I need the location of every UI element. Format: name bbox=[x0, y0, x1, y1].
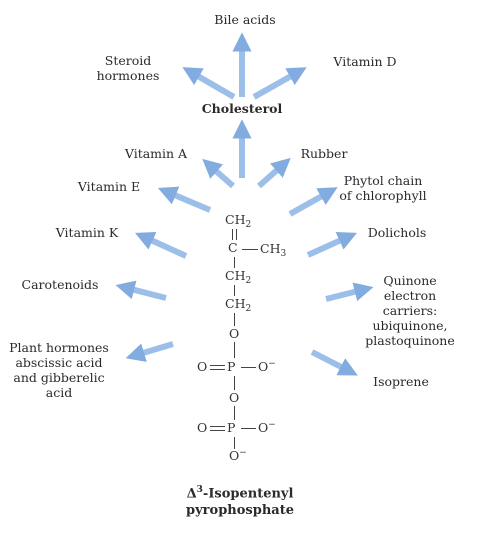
bond-ch2b-o1 bbox=[234, 313, 235, 326]
arrow-to-vitamin-k bbox=[135, 232, 188, 259]
atom-p-1: P bbox=[227, 359, 236, 374]
bond-ch2a-ch2b bbox=[234, 285, 235, 296]
arrow-to-rubber bbox=[257, 157, 291, 189]
label-vitamin-e: Vitamin E bbox=[77, 179, 141, 194]
arrow-to-quinone bbox=[325, 282, 374, 302]
label-phytol-chain: Phytol chain of chlorophyll bbox=[339, 173, 427, 203]
molecule-title: Δ3-Isopentenyl pyrophosphate bbox=[186, 485, 294, 519]
atom-o-minus-1: O− bbox=[258, 359, 276, 375]
p2-double-bond-a bbox=[210, 426, 225, 427]
label-rubber: Rubber bbox=[300, 146, 348, 161]
label-steroid-hormones: Steroid hormones bbox=[96, 53, 160, 83]
atom-ch2-a: CH2 bbox=[225, 268, 252, 286]
atom-o-terminal: O− bbox=[229, 448, 247, 464]
arrow-to-phytol bbox=[288, 187, 338, 217]
arrow-to-vitamin-d bbox=[252, 67, 307, 100]
arrow-to-isoprene bbox=[310, 349, 358, 376]
label-vitamin-a: Vitamin A bbox=[124, 146, 188, 161]
atom-o-bridge: O bbox=[229, 390, 240, 405]
label-isoprene: Isoprene bbox=[373, 374, 429, 389]
atom-ch2-b: CH2 bbox=[225, 296, 252, 314]
atom-ch3: CH3 bbox=[260, 241, 287, 259]
bond-c-ch3 bbox=[242, 249, 258, 250]
double-bond-a bbox=[232, 229, 233, 240]
label-dolichols: Dolichols bbox=[367, 225, 427, 240]
atom-o-ester: O bbox=[229, 326, 240, 341]
atom-o-double-2: O bbox=[197, 420, 208, 435]
atom-o-minus-2: O− bbox=[258, 420, 276, 436]
double-bond-b bbox=[236, 229, 237, 240]
label-vitamin-d: Vitamin D bbox=[333, 54, 397, 69]
arrow-to-carotenoids bbox=[115, 280, 167, 301]
arrow-to-steroid-hormones bbox=[182, 67, 236, 100]
label-carotenoids: Carotenoids bbox=[21, 277, 99, 292]
atom-o-double-1: O bbox=[197, 359, 208, 374]
p2-double-bond-b bbox=[210, 430, 225, 431]
arrow-to-vitamin-e bbox=[157, 186, 212, 213]
bond-c-ch2a bbox=[234, 257, 235, 268]
label-quinone-carriers: Quinone electron carriers: ubiquinone, p… bbox=[365, 273, 455, 348]
atom-ch2-top: CH2 bbox=[225, 212, 252, 230]
bond-p2-o-terminal bbox=[234, 437, 235, 449]
p1-o-minus-bond bbox=[241, 367, 256, 368]
label-plant-hormones: Plant hormones abscissic acid and gibber… bbox=[9, 340, 109, 400]
label-vitamin-k: Vitamin K bbox=[55, 225, 119, 240]
bond-o-bridge-p2 bbox=[234, 406, 235, 420]
label-bile-acids: Bile acids bbox=[214, 12, 276, 27]
arrow-to-dolichols bbox=[306, 232, 357, 258]
p1-double-bond-b bbox=[210, 369, 225, 370]
arrow-to-vitamin-a bbox=[202, 158, 235, 189]
atom-c: C bbox=[228, 240, 238, 255]
arrow-to-plant-hormones bbox=[125, 341, 174, 362]
atom-p-2: P bbox=[227, 420, 236, 435]
bond-p1-o-bridge bbox=[234, 376, 235, 390]
bond-o1-p1 bbox=[234, 342, 235, 358]
p1-double-bond-a bbox=[210, 365, 225, 366]
p2-o-minus-bond bbox=[241, 428, 256, 429]
label-cholesterol: Cholesterol bbox=[201, 101, 283, 116]
